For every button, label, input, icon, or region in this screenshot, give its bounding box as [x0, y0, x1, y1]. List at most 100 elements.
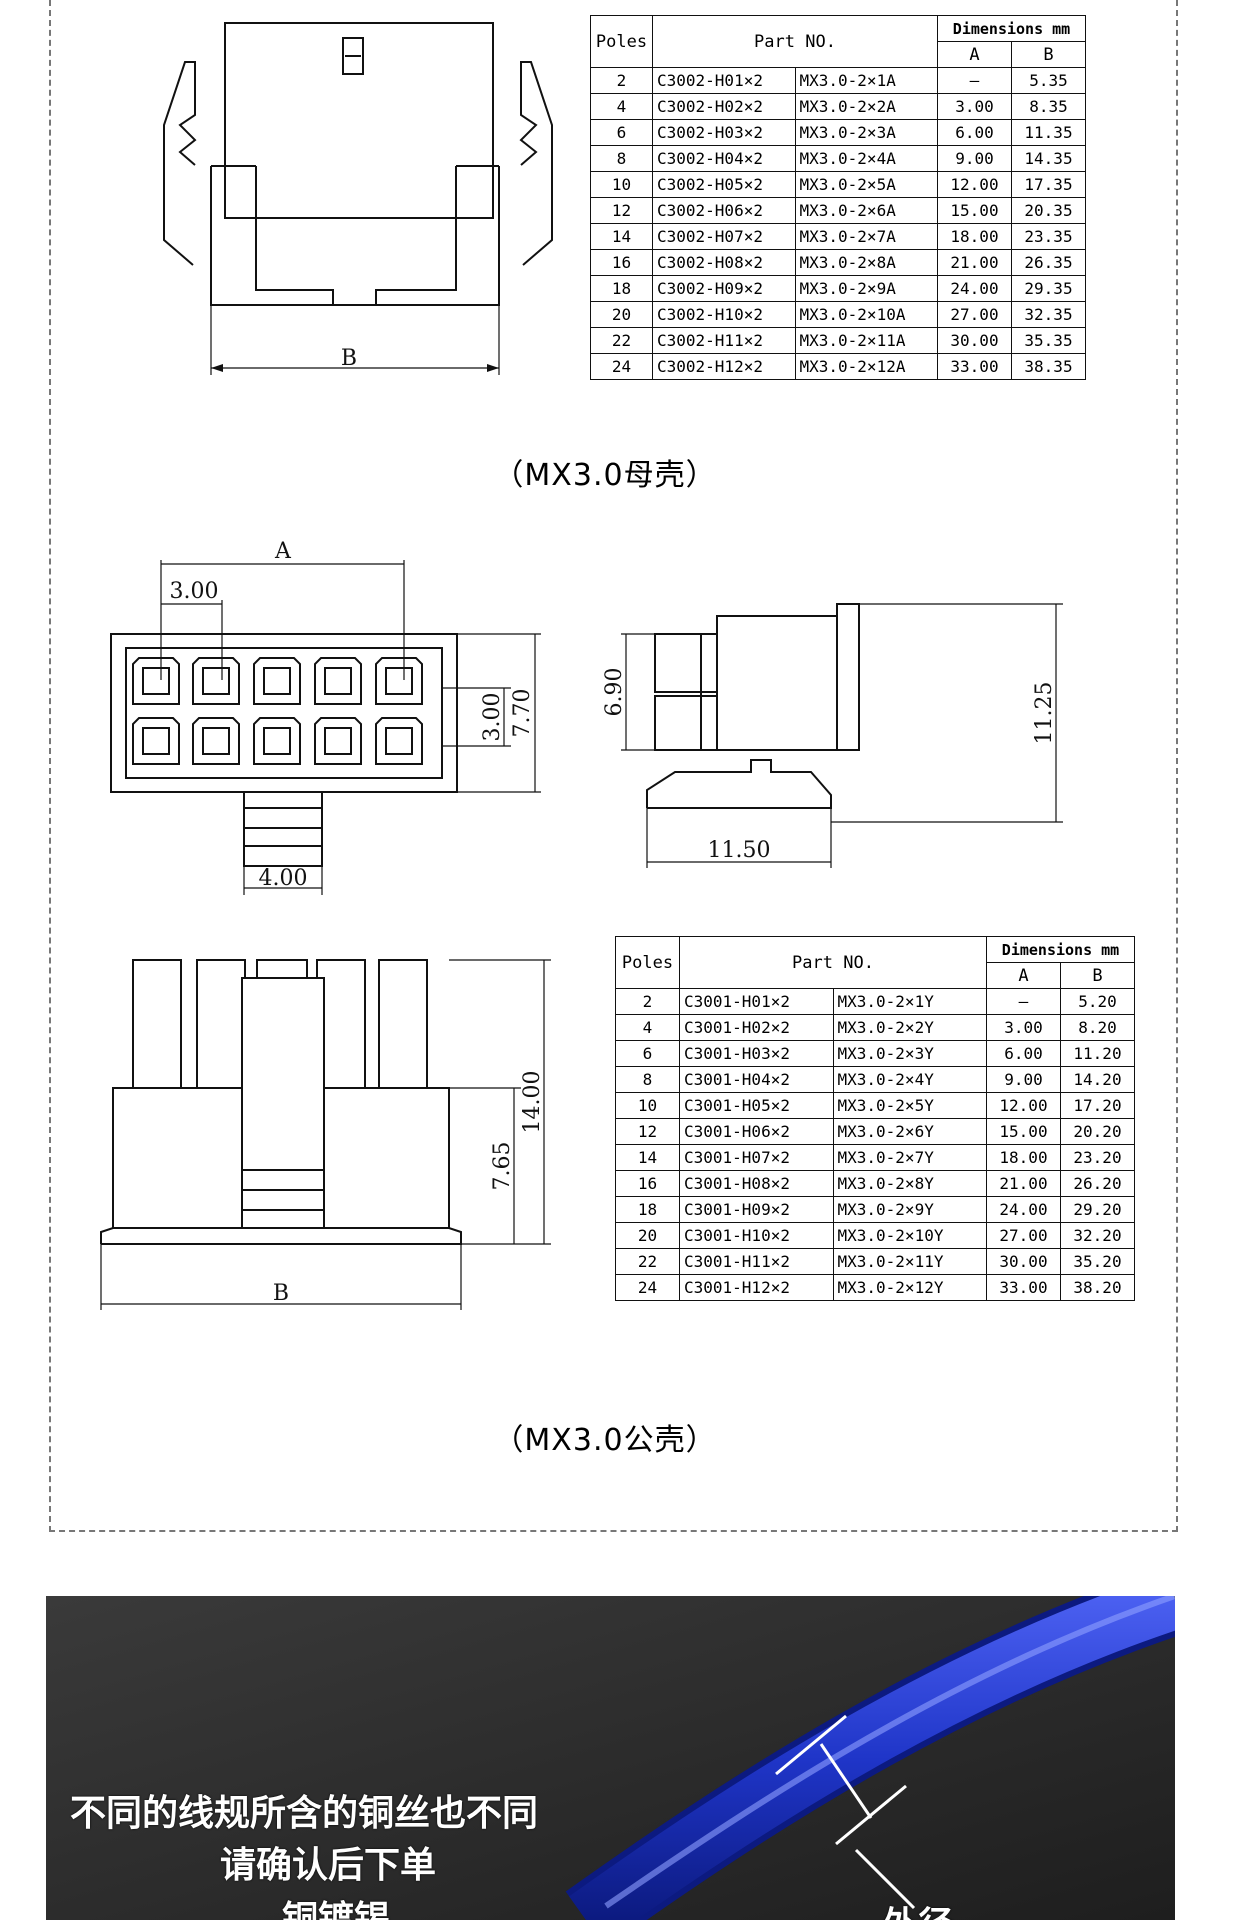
male-dim-a-label: A: [274, 539, 292, 564]
cell-b: 20.35: [1011, 197, 1086, 224]
cell-a: 18.00: [986, 1144, 1061, 1171]
male-front-view: [110, 560, 541, 895]
cell-c: C3002-H07×2: [652, 223, 796, 250]
cell-poles: 4: [615, 1014, 680, 1041]
cell-poles: 6: [590, 119, 653, 146]
male-dim-latch-width-label: 4.00: [259, 866, 308, 891]
cell-c: C3001-H01×2: [679, 988, 834, 1015]
cell-poles: 12: [590, 197, 653, 224]
cell-b: 35.20: [1060, 1248, 1135, 1275]
side-dim-total-height-label: 11.25: [1032, 682, 1057, 745]
cell-c: C3001-H06×2: [679, 1118, 834, 1145]
cell-poles: 20: [615, 1222, 680, 1249]
male-header-a: A: [986, 962, 1061, 989]
cell-b: 26.20: [1060, 1170, 1135, 1197]
cell-mx: MX3.0-2×7A: [794, 223, 938, 250]
male-header-b: B: [1060, 962, 1135, 989]
cell-c: C3001-H09×2: [679, 1196, 834, 1223]
cell-b: 23.20: [1060, 1144, 1135, 1171]
cell-poles: 24: [615, 1274, 680, 1301]
male-dim-row-pitch-label: 3.00: [480, 693, 505, 742]
terminal-cavity-inner: [263, 727, 291, 755]
female-header-part: Part NO.: [652, 15, 938, 68]
cell-mx: MX3.0-2×5A: [794, 171, 938, 198]
cell-a: —: [986, 988, 1061, 1015]
cell-mx: MX3.0-2×6Y: [832, 1118, 987, 1145]
terminal-cavity: [192, 717, 240, 765]
cell-a: 27.00: [937, 301, 1012, 328]
cell-a: 12.00: [937, 171, 1012, 198]
cell-a: 9.00: [937, 145, 1012, 172]
male-header-dims: Dimensions mm: [986, 936, 1135, 963]
cell-a: 27.00: [986, 1222, 1061, 1249]
cell-c: C3001-H07×2: [679, 1144, 834, 1171]
male-header-part: Part NO.: [679, 936, 987, 989]
male-dim-pitch-label: 3.00: [170, 579, 219, 604]
cell-b: 29.20: [1060, 1196, 1135, 1223]
terminal-cavity-inner: [263, 667, 291, 695]
cell-poles: 14: [590, 223, 653, 250]
cell-mx: MX3.0-2×12A: [794, 353, 938, 380]
cell-poles: 6: [615, 1040, 680, 1067]
cell-a: 21.00: [986, 1170, 1061, 1197]
photo-text-line1: 不同的线规所含的铜丝也不同: [70, 1793, 539, 1834]
cell-poles: 8: [590, 145, 653, 172]
cell-c: C3001-H03×2: [679, 1040, 834, 1067]
photo-text-outer: 外径: [882, 1896, 954, 1920]
cell-poles: 24: [590, 353, 653, 380]
cell-a: 3.00: [937, 93, 1012, 120]
cell-a: 6.00: [986, 1040, 1061, 1067]
cell-poles: 10: [590, 171, 653, 198]
cell-mx: MX3.0-2×3Y: [832, 1040, 987, 1067]
cell-b: 14.20: [1060, 1066, 1135, 1093]
side-dim-inner-height-label: 6.90: [602, 668, 627, 717]
cell-mx: MX3.0-2×9A: [794, 275, 938, 302]
cell-mx: MX3.0-2×6A: [794, 197, 938, 224]
male-caption: （MX3.0公壳）: [493, 1423, 717, 1458]
cell-mx: MX3.0-2×7Y: [832, 1144, 987, 1171]
female-header-a: A: [937, 41, 1012, 68]
terminal-cavity-inner: [324, 667, 352, 695]
cell-mx: MX3.0-2×2Y: [832, 1014, 987, 1041]
cell-poles: 10: [615, 1092, 680, 1119]
cell-b: 38.20: [1060, 1274, 1135, 1301]
cell-c: C3002-H04×2: [652, 145, 796, 172]
cell-b: 32.35: [1011, 301, 1086, 328]
cell-b: 8.35: [1011, 93, 1086, 120]
cell-c: C3001-H05×2: [679, 1092, 834, 1119]
cell-mx: MX3.0-2×1A: [794, 67, 938, 94]
cell-poles: 16: [590, 249, 653, 276]
cell-mx: MX3.0-2×11Y: [832, 1248, 987, 1275]
cell-poles: 22: [590, 327, 653, 354]
terminal-cavity: [132, 657, 180, 705]
cell-a: 24.00: [937, 275, 1012, 302]
bottom-dim-low-label: 7.65: [490, 1142, 515, 1191]
male-header-poles: Poles: [615, 936, 680, 989]
bottom-dim-total-label: 14.00: [520, 1071, 545, 1134]
cell-mx: MX3.0-2×8A: [794, 249, 938, 276]
terminal-cavity: [253, 717, 301, 765]
cell-mx: MX3.0-2×9Y: [832, 1196, 987, 1223]
cell-poles: 8: [615, 1066, 680, 1093]
terminal-cavity-inner: [142, 667, 170, 695]
cell-mx: MX3.0-2×3A: [794, 119, 938, 146]
cell-a: 12.00: [986, 1092, 1061, 1119]
cell-b: 11.35: [1011, 119, 1086, 146]
cell-b: 20.20: [1060, 1118, 1135, 1145]
cell-poles: 4: [590, 93, 653, 120]
cell-mx: MX3.0-2×4A: [794, 145, 938, 172]
cell-a: 18.00: [937, 223, 1012, 250]
